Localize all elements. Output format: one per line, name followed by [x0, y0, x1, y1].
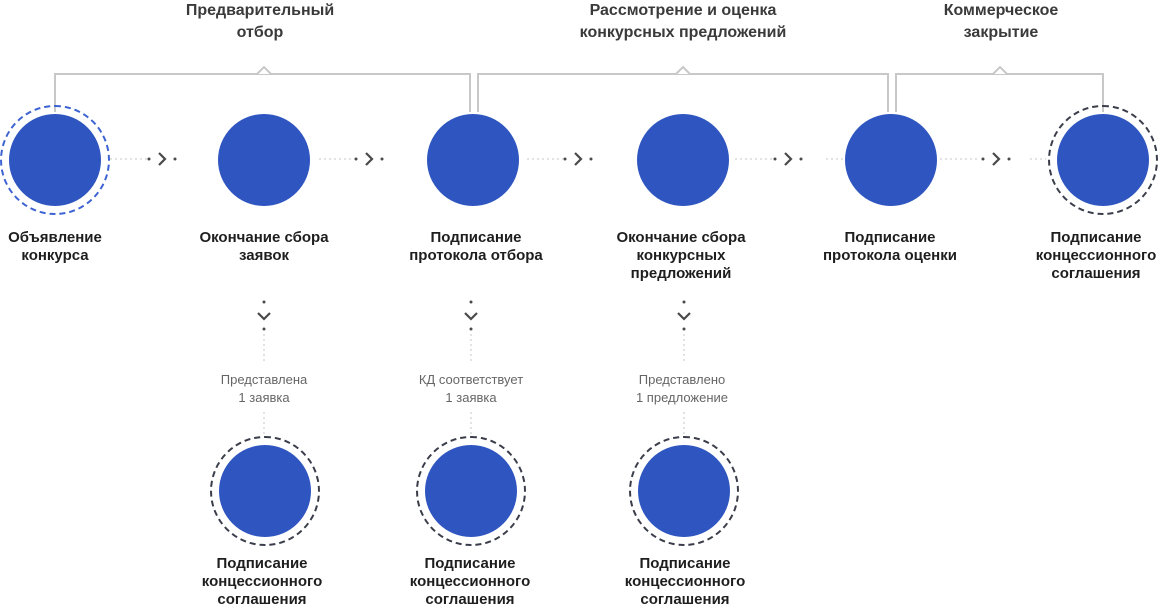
branch-label-line: концессионного: [624, 573, 746, 590]
step-label-line: конкурсных: [636, 247, 726, 264]
chevron-right-icon: [354, 152, 384, 166]
phase-bracket-1-notch: [256, 65, 272, 75]
step-label-line: соглашения: [1051, 265, 1141, 282]
branch-node-1: [219, 445, 311, 537]
branch-label-line: соглашения: [425, 591, 515, 606]
branch-label-line: Подписание: [639, 555, 731, 572]
branch-condition-2: КД соответствует 1 заявка: [371, 371, 571, 407]
step-node-4: [637, 114, 729, 206]
step-label-2: Окончание сбора заявок: [164, 229, 364, 265]
step-label-5: Подписание протокола оценки: [790, 229, 990, 265]
phase-title-line: конкурсных предложений: [579, 24, 787, 41]
step-label-line: конкурса: [21, 247, 89, 264]
phase-title-line: Коммерческое: [943, 2, 1059, 19]
chevron-down-icon: [677, 300, 691, 331]
phase-title-line: Предварительный: [185, 2, 335, 19]
branch-label-line: соглашения: [217, 591, 307, 606]
branch-node-3: [638, 445, 730, 537]
branch-condition-line: 1 предложение: [635, 390, 729, 405]
phase-bracket-2-notch: [675, 65, 691, 75]
phase-bracket-1: [54, 73, 471, 112]
branch-label-line: Подписание: [424, 555, 516, 572]
phase-title-review: Рассмотрение и оценка конкурсных предлож…: [553, 0, 813, 44]
phase-bracket-3-notch: [992, 65, 1008, 75]
phase-bracket-3: [895, 73, 1104, 112]
branch-label-2: Подписание концессионного соглашения: [370, 555, 570, 606]
step-label-line: протокола оценки: [823, 247, 957, 264]
phase-title-line: отбор: [236, 24, 284, 41]
step-label-6: Подписание концессионного соглашения: [996, 229, 1158, 283]
step-label-4: Окончание сбора конкурсных предложений: [581, 229, 781, 283]
step-label-line: протокола отбора: [409, 247, 543, 264]
chevron-down-icon: [464, 300, 478, 331]
step-label-line: Подписание: [430, 229, 522, 246]
chevron-right-icon: [773, 152, 803, 166]
branch-node-2: [425, 445, 517, 537]
phase-bracket-2: [477, 73, 889, 112]
branch-condition-line: 1 заявка: [445, 390, 497, 405]
chevron-right-icon: [147, 152, 177, 166]
branch-label-line: соглашения: [640, 591, 730, 606]
chevron-right-icon: [981, 152, 1011, 166]
branch-label-3: Подписание концессионного соглашения: [585, 555, 785, 606]
step-node-3: [427, 114, 519, 206]
branch-condition-line: Представлено: [638, 372, 726, 387]
branch-condition-1: Представлена 1 заявка: [164, 371, 364, 407]
step-label-line: Подписание: [844, 229, 936, 246]
phase-title-line: Рассмотрение и оценка: [589, 2, 777, 19]
step-label-line: Подписание: [1050, 229, 1142, 246]
step-node-ring: [1048, 105, 1158, 215]
branch-label-line: концессионного: [409, 573, 531, 590]
step-label-line: концессионного: [1035, 247, 1157, 264]
step-node-2: [218, 114, 310, 206]
step-label-line: Объявление: [8, 229, 102, 246]
step-label-line: Окончание сбора: [199, 229, 329, 246]
branch-condition-line: Представлена: [220, 372, 308, 387]
chevron-right-icon: [563, 152, 593, 166]
branch-node-ring: [629, 436, 739, 546]
phase-title-preliminary: Предварительный отбор: [130, 0, 390, 44]
step-node-6: [1057, 114, 1149, 206]
branch-label-line: концессионного: [201, 573, 323, 590]
step-node-1: [9, 114, 101, 206]
branch-label-1: Подписание концессионного соглашения: [162, 555, 362, 606]
step-label-1: Объявление конкурса: [0, 229, 155, 265]
step-node-5: [845, 114, 937, 206]
branch-condition-3: Представлено 1 предложение: [582, 371, 782, 407]
branch-label-line: Подписание: [216, 555, 308, 572]
step-label-line: предложений: [630, 265, 732, 282]
step-label-line: заявок: [238, 247, 290, 264]
step-label-3: Подписание протокола отбора: [376, 229, 576, 265]
branch-condition-line: 1 заявка: [238, 390, 290, 405]
branch-node-ring: [210, 436, 320, 546]
phase-title-line: закрытие: [963, 24, 1039, 41]
chevron-down-icon: [257, 300, 271, 331]
step-label-line: Окончание сбора: [616, 229, 746, 246]
branch-node-ring: [416, 436, 526, 546]
branch-condition-line: КД соответствует: [418, 372, 524, 387]
step-node-ring: [0, 105, 110, 215]
phase-title-commercial: Коммерческое закрытие: [871, 0, 1131, 44]
